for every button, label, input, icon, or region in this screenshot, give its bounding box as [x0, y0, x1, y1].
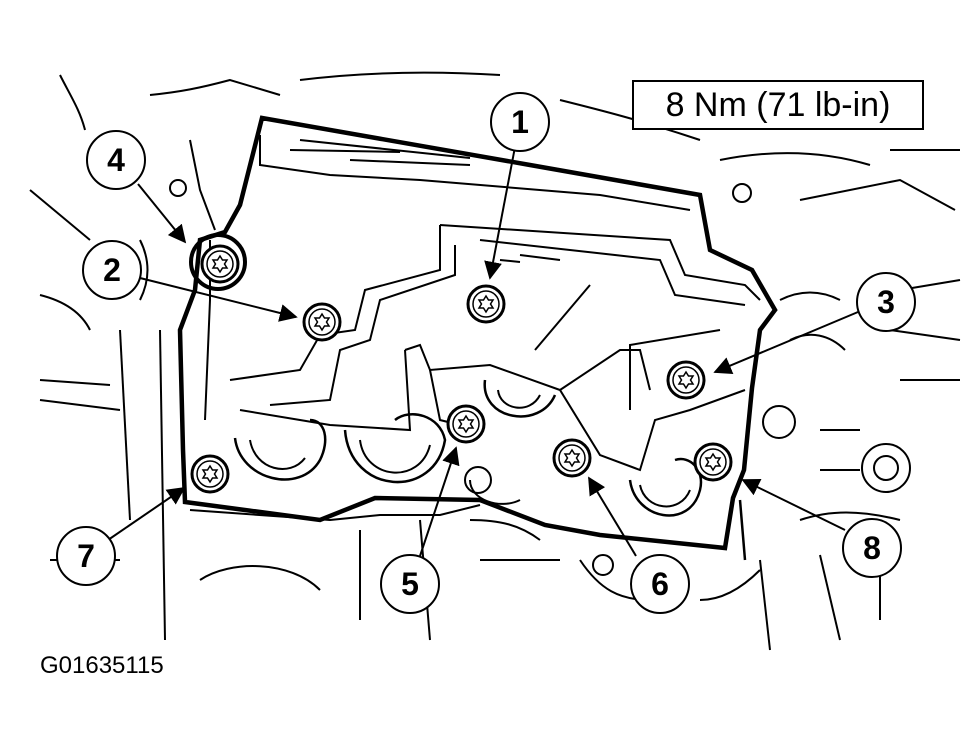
torx-bolt-icon	[666, 360, 706, 400]
housing-linework	[29, 71, 961, 651]
torx-bolt-icon	[190, 454, 230, 494]
torque-spec-label: 8 Nm (71 lb-in)	[632, 80, 924, 130]
callout-4: 4	[86, 130, 146, 190]
arrow-icon	[419, 446, 460, 557]
torx-bolt-icon	[693, 442, 733, 482]
cover-outline	[177, 115, 778, 561]
arrow-icon	[713, 311, 859, 375]
callout-2: 2	[82, 240, 142, 300]
arrow-icon	[139, 277, 298, 322]
figure-id: G01635115	[40, 652, 164, 679]
arrow-icon	[137, 183, 187, 244]
callout-6: 6	[630, 554, 690, 614]
torx-bolt-icon	[446, 404, 486, 444]
callout-8: 8	[842, 518, 902, 578]
callout-7: 7	[56, 526, 116, 586]
torx-bolt-icon	[552, 438, 592, 478]
arrow-icon	[484, 146, 516, 280]
torx-bolt-icon	[200, 244, 240, 284]
callout-3: 3	[856, 272, 916, 332]
torx-bolt-icon	[466, 284, 506, 324]
callout-1: 1	[490, 92, 550, 152]
torx-bolt-icon	[302, 302, 342, 342]
callout-5: 5	[380, 554, 440, 614]
arrow-icon	[588, 476, 637, 557]
arrow-icon	[741, 479, 846, 531]
arrow-icon	[107, 486, 186, 541]
leader-arrows	[107, 146, 859, 557]
bolts	[190, 244, 733, 494]
